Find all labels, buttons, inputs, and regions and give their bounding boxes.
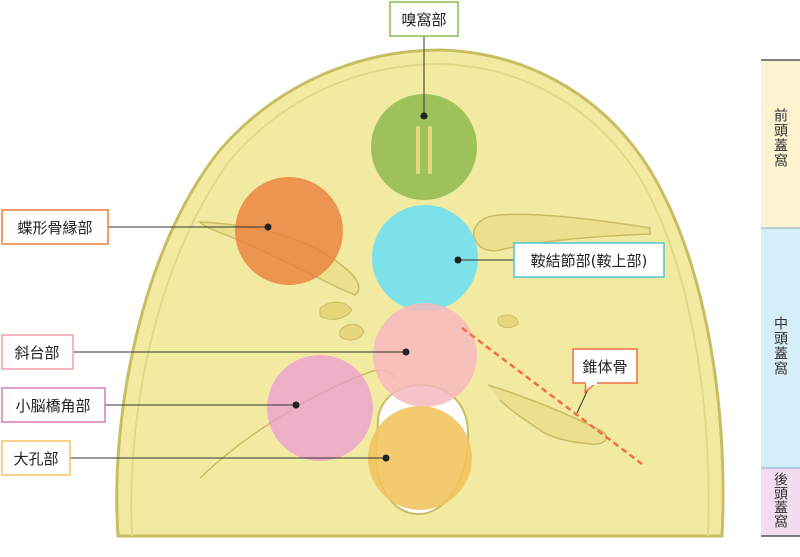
foramen-magnum-region [368,406,472,510]
label-cpa: 小脳橋角部 [1,387,106,423]
fossa-column: 前頭蓋窩 中頭蓋窩 後頭蓋窩 [761,59,800,537]
petrous-label: 錐体骨 [582,358,627,376]
tuberculum-region [372,205,478,311]
leader-lines [70,36,591,459]
cpa-region [267,355,373,461]
sphenoid-ridge-region [235,177,343,285]
tuberculum-label: 鞍結節部(鞍上部) [531,252,648,270]
posterior-fossa-band [761,468,800,536]
olfactory-label: 嗅窩部 [401,11,446,29]
anterior-fossa-label: 前頭蓋窩 [772,107,788,168]
label-tuberculum: 鞍結節部(鞍上部) [513,242,665,278]
cpa-label: 小脳橋角部 [15,397,90,415]
leader-dots [264,112,462,462]
region-circles [235,94,478,510]
petrous-line [461,327,643,465]
anterior-fossa-band [761,60,800,228]
foramen-magnum-label: 大孔部 [13,450,58,468]
label-petrous: 錐体骨 [572,348,638,394]
clivus-region [373,303,477,407]
middle-fossa-label: 中頭蓋窩 [772,316,788,376]
label-olfactory: 嗅窩部 [389,1,459,37]
middle-fossa-band [761,228,800,468]
clivus-label: 斜台部 [14,344,59,362]
label-clivus: 斜台部 [1,334,74,370]
label-foramen-magnum: 大孔部 [1,440,71,476]
label-sphenoid-ridge: 蝶形骨縁部 [1,209,109,245]
olfactory-region [371,94,477,200]
sphenoid-ridge-label: 蝶形骨縁部 [17,219,92,237]
posterior-fossa-label: 後頭蓋窩 [772,472,788,528]
